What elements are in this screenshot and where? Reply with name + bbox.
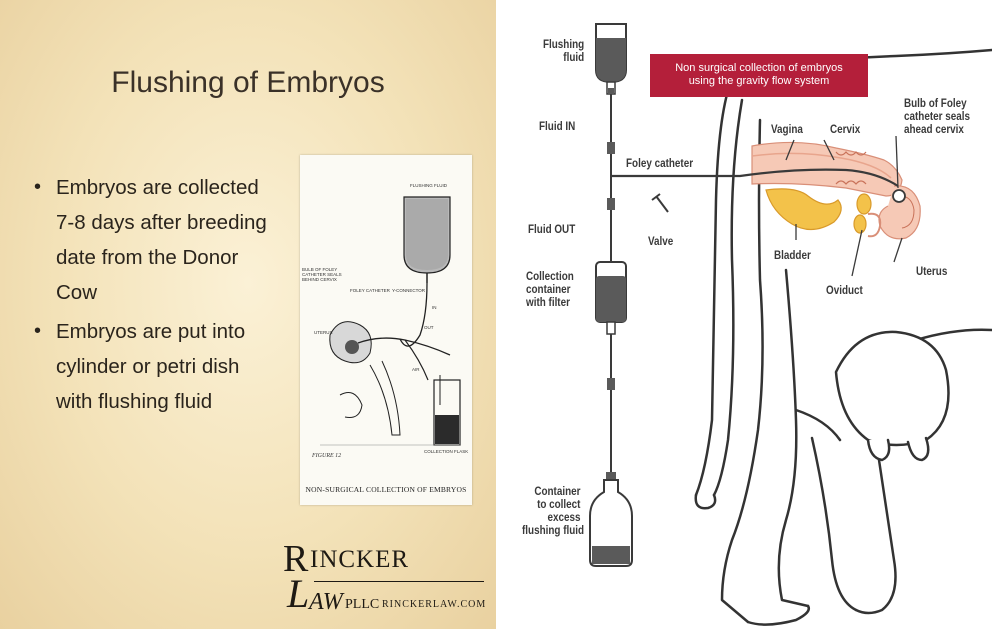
fluid-in-clamp: [607, 142, 615, 154]
label-fluid-in: Fluid IN: [539, 121, 575, 134]
bladder-shape: [766, 189, 841, 230]
label-collection-line: container: [526, 284, 579, 297]
scanned-figure: FLUSHING FLUID BULB OF FOLEY CATHETER SE…: [300, 155, 472, 505]
label-bulb-line: catheter seals: [904, 111, 970, 124]
logo-plc: PLLC: [345, 597, 379, 613]
cow-rear-leg-outline: [722, 120, 763, 622]
label-excess-line: to collect: [522, 499, 580, 512]
scan-label-foley: FOLEY CATHETER: [350, 288, 390, 293]
scan-label-uterus: UTERUS: [314, 330, 333, 335]
label-flushing-fluid-line: Flushing: [536, 39, 584, 52]
label-excess-line: flushing fluid: [522, 525, 580, 538]
scan-label-in: IN: [432, 305, 437, 310]
scan-label-collection-flask: COLLECTION FLASK: [424, 449, 468, 454]
label-oviduct: Oviduct: [826, 285, 863, 298]
label-collection-container: Collection container with filter: [526, 271, 579, 310]
logo-rincker: INCKER: [310, 546, 409, 574]
label-cervix: Cervix: [830, 124, 860, 137]
fluid-out-clamp: [607, 198, 615, 210]
cow-rear-leg-inner: [779, 270, 808, 606]
label-valve: Valve: [648, 236, 673, 249]
logo-law-l: L: [287, 570, 309, 617]
slide-panel: Flushing of Embryos Embryos are collecte…: [0, 0, 496, 629]
diagram-banner: Non surgical collection of embryos using…: [650, 54, 868, 97]
gravity-flow-diagram: Non surgical collection of embryos using…: [496, 0, 992, 629]
banner-line-2: using the gravity flow system: [650, 75, 868, 88]
valve-mark: [652, 194, 668, 212]
cow-belly-line: [916, 330, 992, 340]
bullet-item: Embryos are put into cylinder or petri d…: [30, 314, 275, 419]
cow-hind-leg-back-2: [856, 440, 896, 613]
cow-flank-line: [796, 410, 840, 440]
label-flushing-fluid: Flushing fluid: [536, 39, 584, 65]
outflow-clamp: [607, 378, 615, 390]
flushing-fluid-bag: [596, 24, 626, 94]
scan-label-bulb: BULB OF FOLEY CATHETER SEALS BEHIND CERV…: [302, 267, 342, 282]
scan-label-flushing-fluid: FLUSHING FLUID: [410, 183, 447, 188]
cow-hoof: [748, 606, 809, 625]
label-excess-container: Container to collect excess flushing flu…: [522, 486, 580, 538]
label-collection-line: Collection: [526, 271, 579, 284]
label-bulb-line: ahead cervix: [904, 124, 970, 137]
scan-caption: NON-SURGICAL COLLECTION OF EMBRYOS: [300, 485, 472, 494]
cow-hind-leg-back: [812, 438, 856, 610]
label-bulb-line: Bulb of Foley: [904, 98, 970, 111]
cow-tail-left: [696, 84, 730, 495]
label-excess-line: Container: [522, 486, 580, 499]
label-foley-catheter: Foley catheter: [626, 158, 693, 171]
logo-law: AW: [309, 589, 343, 616]
scan-label-air: AIR: [412, 367, 420, 372]
scan-figure-label: FIGURE 12: [312, 453, 341, 459]
udder-outline: [836, 332, 949, 445]
logo-url: RINCKERLAW.COM: [382, 599, 486, 610]
scan-label-out: OUT: [424, 325, 434, 330]
scan-label-y-connector: Y-CONNECTOR: [392, 288, 425, 293]
label-bladder: Bladder: [774, 250, 811, 263]
banner-line-1: Non surgical collection of embryos: [650, 62, 868, 75]
label-collection-line: with filter: [526, 297, 579, 310]
logo-rule: [314, 581, 484, 582]
label-bulb: Bulb of Foley catheter seals ahead cervi…: [904, 98, 970, 137]
bullet-list: Embryos are collected 7-8 days after bre…: [30, 170, 275, 419]
foley-bulb: [893, 190, 905, 202]
label-excess-line: excess: [522, 512, 580, 525]
bullet-item: Embryos are collected 7-8 days after bre…: [30, 170, 275, 310]
teat-left: [868, 440, 889, 460]
cow-tail-tip: [696, 495, 715, 508]
leader-uterus: [894, 238, 902, 262]
label-vagina: Vagina: [771, 124, 803, 137]
excess-fluid-bottle: [590, 472, 632, 566]
slide-title: Flushing of Embryos: [0, 66, 496, 100]
collection-container: [596, 262, 626, 334]
label-flushing-fluid-line: fluid: [536, 52, 584, 65]
leader-oviduct: [852, 230, 862, 276]
label-uterus: Uterus: [916, 266, 947, 279]
label-fluid-out: Fluid OUT: [528, 224, 575, 237]
